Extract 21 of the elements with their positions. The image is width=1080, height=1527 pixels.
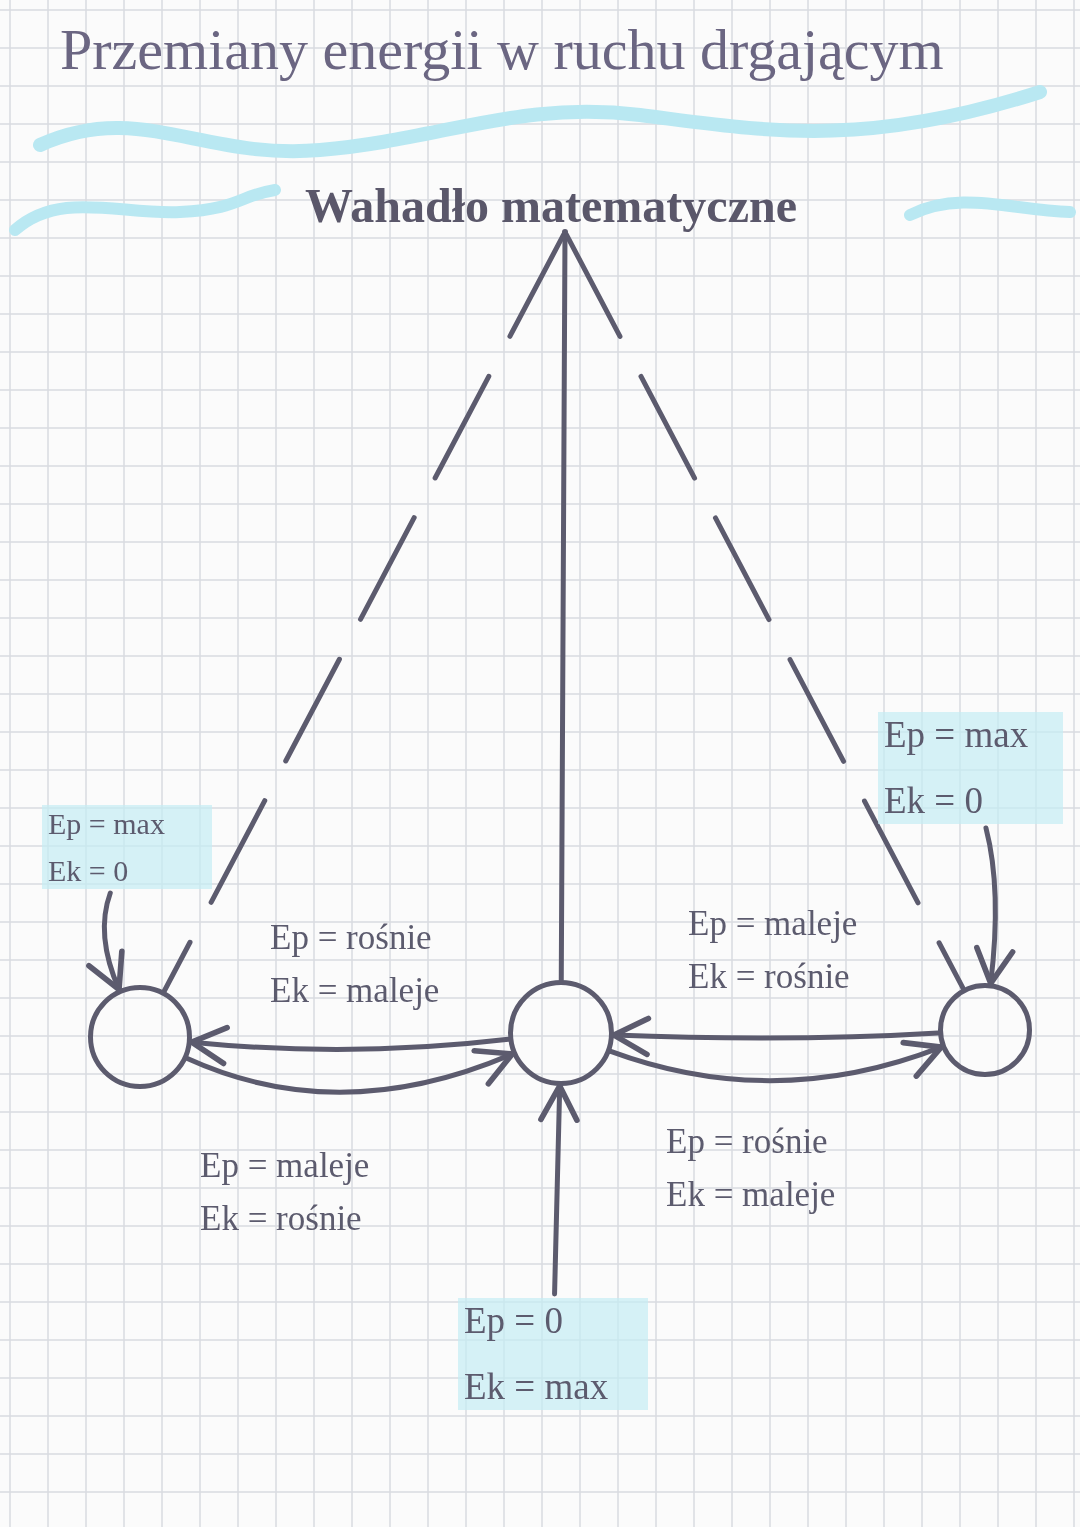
arrow <box>611 1015 941 1058</box>
edge-label: Ep = rośnie Ek = maleje <box>665 1121 837 1216</box>
highlighted-note <box>42 805 212 889</box>
highlighted-note <box>458 1298 648 1410</box>
arrow <box>86 890 126 993</box>
energy-label: Ep = max <box>883 713 1030 757</box>
subtitle: Wahadło matematyczne <box>305 178 797 234</box>
arrow <box>184 1046 516 1095</box>
energy-label: Ep = max <box>47 806 166 842</box>
pendulum-string <box>558 232 568 983</box>
title: Przemiany energii w ruchu drgającym <box>60 16 944 84</box>
energy-label: Ek = 0 <box>883 778 984 823</box>
energy-label: Ek = 0 <box>47 852 130 889</box>
energy-label: Ep = 0 <box>463 1299 564 1343</box>
edge-label: Ep = maleje Ek = rośnie <box>199 1145 371 1240</box>
edge-label: Ep = rośnie Ek = maleje <box>269 917 441 1012</box>
energy-label: Ek = max <box>463 1364 610 1409</box>
highlighted-note <box>878 712 1063 824</box>
arrow <box>608 1038 945 1084</box>
edge-label: Ep = maleje Ek = rośnie <box>687 903 859 998</box>
arrow <box>538 1083 580 1297</box>
